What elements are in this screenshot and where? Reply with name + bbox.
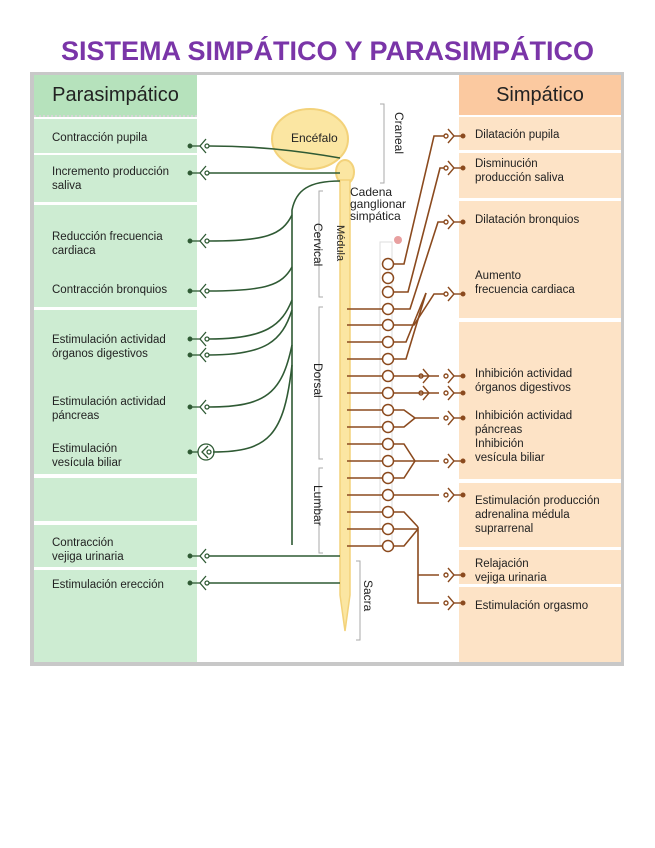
- nervous-system-diagram: [187, 103, 466, 641]
- synapse-icon: [418, 385, 466, 401]
- effect-aumento-frecuencia-2: frecuencia cardiaca: [475, 284, 575, 296]
- effect-dilatacion-bronquios: Dilatación bronquios: [475, 214, 580, 226]
- synapse-icon: [187, 331, 210, 347]
- effect-box: [459, 587, 621, 662]
- region-brackets: [318, 103, 385, 641]
- effect-inhibicion-digestivos-1: Inhibición actividad: [475, 368, 573, 380]
- diagram-panel: Parasimpático Contracción pupila Increme…: [34, 75, 621, 662]
- effect-relajacion-vejiga-2: vejiga urinaria: [475, 572, 547, 584]
- effect-box: [34, 119, 197, 153]
- sympathetic-synapses: [418, 128, 466, 611]
- region-cervical: Cervical: [311, 223, 325, 267]
- effect-inhibicion-digestivos-2: órganos digestivos: [475, 382, 571, 394]
- effect-estimulacion-adrenalina-3: suprarrenal: [475, 523, 534, 535]
- effect-incremento-saliva-1: Incremento producción: [52, 166, 169, 178]
- effect-box: [459, 483, 621, 547]
- sympathetic-header: Simpático: [459, 75, 621, 115]
- effect-estimulacion-digestivos-2: órganos digestivos: [52, 348, 148, 360]
- effect-incremento-saliva-2: saliva: [52, 180, 82, 192]
- chain-label-3: simpática: [350, 209, 401, 223]
- effect-estimulacion-vesicula-1: Estimulación: [52, 443, 118, 455]
- synapse-icon: [187, 283, 210, 299]
- chain-top-ganglion: [394, 236, 402, 244]
- synapse-icon: [418, 368, 466, 384]
- effect-box: [459, 153, 621, 198]
- effect-box: [34, 478, 197, 521]
- effect-box: [459, 201, 621, 318]
- synapse-icon: [443, 567, 466, 583]
- synapse-icon: [443, 453, 466, 469]
- effect-contraccion-vejiga-1: Contracción: [52, 537, 114, 549]
- brain-shape: [271, 108, 349, 170]
- effect-box: [34, 205, 197, 307]
- effect-inhibicion-pancreas-1: Inhibición actividad: [475, 410, 573, 422]
- synapse-icon: [187, 399, 210, 415]
- effect-box: [34, 525, 197, 567]
- synapse-icon: [443, 286, 466, 302]
- page-title: SISTEMA SIMPÁTICO Y PARASIMPÁTICO: [60, 36, 595, 66]
- synapse-icon: [187, 165, 210, 181]
- effect-estimulacion-orgasmo: Estimulación orgasmo: [475, 600, 589, 612]
- effect-disminucion-saliva-2: producción saliva: [475, 172, 564, 184]
- effect-relajacion-vejiga-1: Relajación: [475, 558, 529, 570]
- synapse-icon: [187, 233, 210, 249]
- brain-label: Encéfalo: [291, 131, 338, 145]
- sympathetic-nerves: [347, 135, 444, 604]
- spinal-cord-label: Médula: [334, 225, 346, 262]
- effect-estimulacion-digestivos-1: Estimulación actividad: [52, 334, 166, 346]
- region-dorsal: Dorsal: [311, 363, 325, 398]
- parasympathetic-synapses: [187, 138, 215, 591]
- effect-inhibicion-pancreas-2: páncreas: [475, 424, 523, 436]
- chain-label-1: Cadena: [350, 185, 393, 199]
- effect-estimulacion-pancreas-2: páncreas: [52, 410, 100, 422]
- synapse-icon: [187, 548, 210, 564]
- synapse-icon-circled: [187, 443, 215, 461]
- effect-contraccion-vejiga-2: vejiga urinaria: [52, 551, 124, 563]
- synapse-icon: [187, 138, 210, 154]
- effect-estimulacion-vesicula-2: vesícula biliar: [52, 457, 122, 469]
- spinal-cord-shape: [339, 179, 351, 632]
- synapse-icon: [187, 347, 210, 363]
- effect-reduccion-frecuencia-2: cardiaca: [52, 245, 96, 257]
- effect-contraccion-bronquios: Contracción bronquios: [52, 284, 168, 296]
- synapse-icon: [443, 214, 466, 230]
- synapse-icon: [443, 128, 466, 144]
- chain-label-2: ganglionar: [350, 197, 407, 211]
- region-sacra: Sacra: [361, 580, 375, 612]
- effect-box: [34, 310, 197, 474]
- effect-box: [459, 550, 621, 584]
- effect-reduccion-frecuencia-1: Reducción frecuencia: [52, 231, 163, 243]
- effect-inhibicion-vesicula-1: Inhibición: [475, 438, 524, 450]
- parasympathetic-column: Parasimpático Contracción pupila Increme…: [34, 75, 197, 662]
- effect-estimulacion-ereccion: Estimulación erección: [52, 579, 164, 591]
- chain-ganglia: [381, 257, 395, 553]
- region-lumbar: Lumbar: [311, 485, 325, 526]
- sympathetic-column: Simpático Dilatación pupila Disminución …: [459, 75, 621, 662]
- parasympathetic-header: Parasimpático: [34, 75, 197, 117]
- effect-box: [34, 570, 197, 662]
- effect-estimulacion-pancreas-1: Estimulación actividad: [52, 396, 166, 408]
- effect-contraccion-pupila: Contracción pupila: [52, 132, 148, 144]
- effect-inhibicion-vesicula-2: vesícula biliar: [475, 452, 545, 464]
- synapse-icon: [443, 160, 466, 176]
- effect-estimulacion-adrenalina-1: Estimulación producción: [475, 495, 600, 507]
- effect-estimulacion-adrenalina-2: adrenalina médula: [475, 509, 570, 521]
- effect-box: [34, 155, 197, 202]
- effect-dilatacion-pupila: Dilatación pupila: [475, 129, 560, 141]
- parasympathetic-nerves: [208, 145, 341, 584]
- synapse-icon: [443, 595, 466, 611]
- effect-box: [459, 322, 621, 479]
- effect-box: [459, 117, 621, 150]
- synapse-icon: [443, 487, 466, 503]
- synapse-icon: [187, 575, 210, 591]
- effect-aumento-frecuencia-1: Aumento: [475, 270, 522, 282]
- synapse-icon: [443, 410, 466, 426]
- effect-disminucion-saliva-1: Disminución: [475, 158, 538, 170]
- region-craneal: Craneal: [392, 112, 406, 155]
